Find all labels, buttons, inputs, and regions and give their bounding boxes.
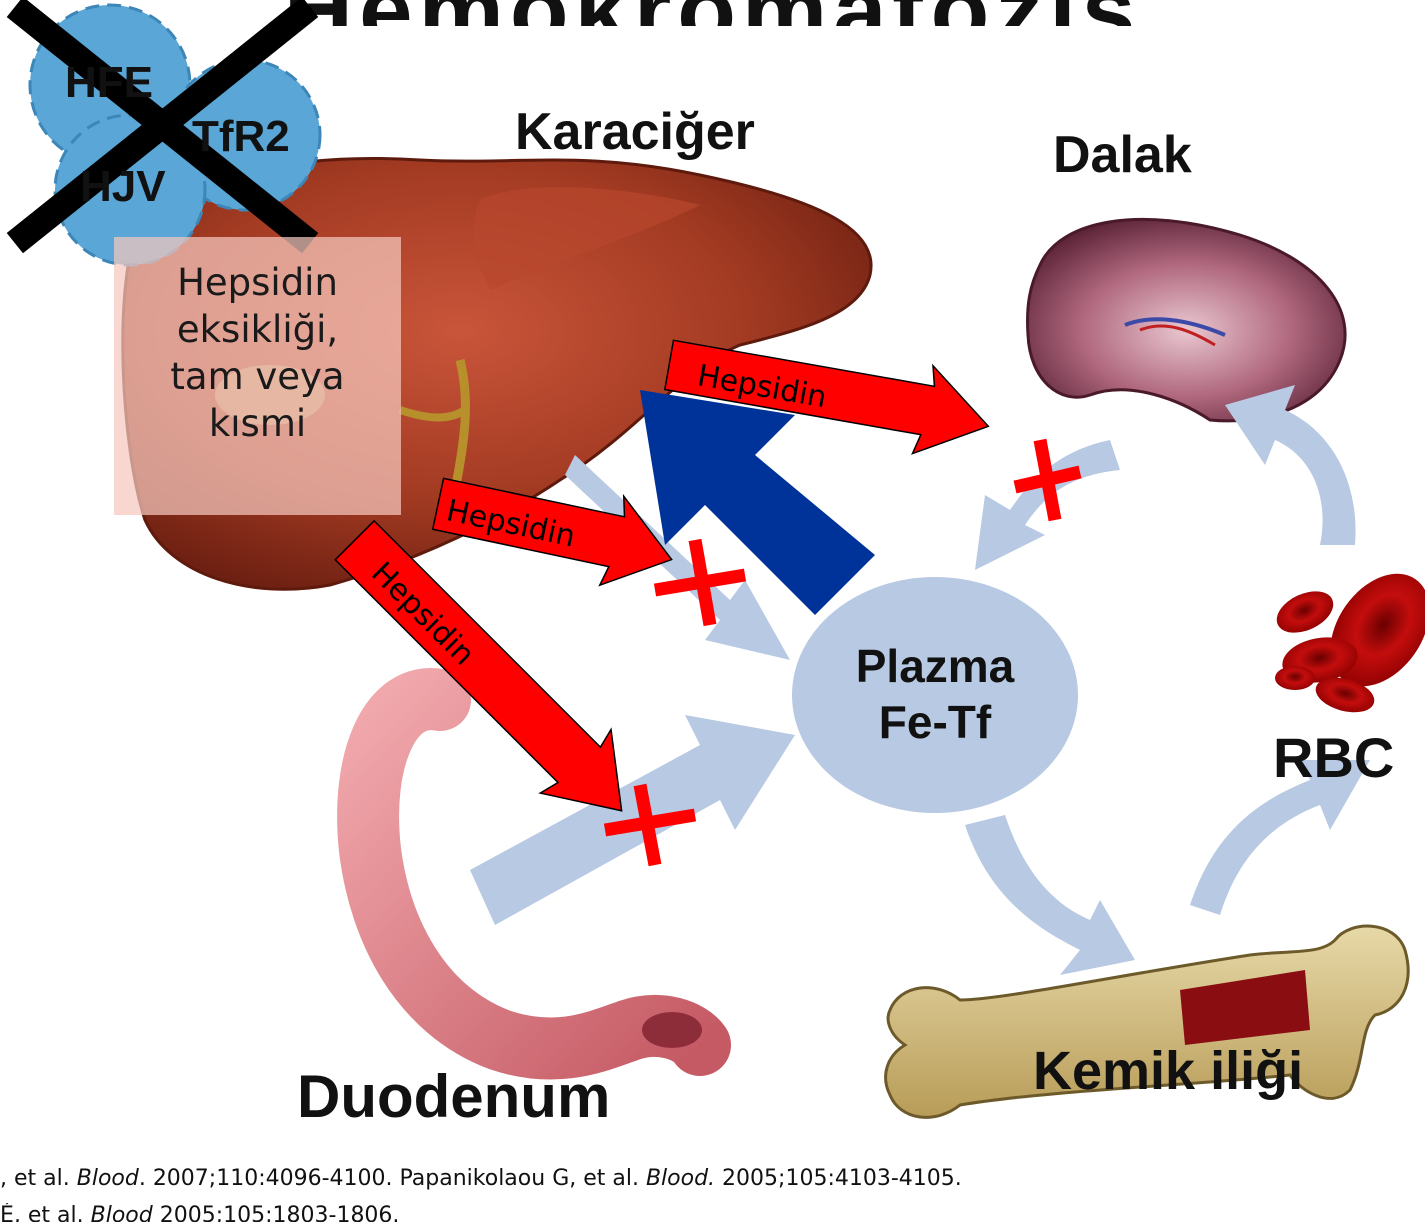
rbc-illustration	[1270, 555, 1425, 718]
citation-1-journal-b: Blood.	[646, 1166, 715, 1191]
citation-line-1: , et al. Blood. 2007;110:4096-4100. Papa…	[0, 1166, 962, 1191]
citation-2-suffix: 2005;105:1803-1806.	[153, 1203, 400, 1222]
flow-arrow-plasma-to-marrow	[965, 815, 1135, 975]
note-line-4: kısmi	[114, 400, 401, 447]
note-line-2: eksikliği,	[114, 306, 401, 353]
plasma-label-line2: Fe-Tf	[792, 694, 1078, 750]
citation-1-prefix: , et al.	[0, 1166, 77, 1191]
citation-2-journal: Blood	[91, 1203, 153, 1222]
citation-line-2: É, et al. Blood 2005;105:1803-1806.	[0, 1203, 399, 1222]
label-duodenum: Duodenum	[297, 1062, 610, 1131]
label-spleen: Dalak	[1053, 125, 1192, 185]
label-liver: Karaciğer	[515, 102, 755, 162]
label-bone-marrow: Kemik iliği	[1033, 1040, 1303, 1102]
plasma-label-line1: Plazma	[792, 638, 1078, 694]
gene-label-tfr2: TfR2	[192, 112, 290, 162]
plasma-label: Plazma Fe-Tf	[792, 638, 1078, 750]
spleen-illustration	[1028, 219, 1346, 421]
gene-label-hjv: HJV	[80, 162, 166, 212]
hepcidin-deficiency-note: Hepsidin eksikliği, tam veya kısmi	[114, 237, 401, 515]
citation-1-suffix: 2005;105:4103-4105.	[715, 1166, 962, 1191]
label-rbc: RBC	[1273, 725, 1394, 790]
note-line-3: tam veya	[114, 353, 401, 400]
citation-2-prefix: É, et al.	[0, 1203, 91, 1222]
citation-1-mid: . 2007;110:4096-4100. Papanikolaou G, et…	[139, 1166, 646, 1191]
note-line-1: Hepsidin	[114, 259, 401, 306]
gene-label-hfe: HFE	[65, 58, 153, 108]
citation-1-journal-a: Blood	[77, 1166, 139, 1191]
